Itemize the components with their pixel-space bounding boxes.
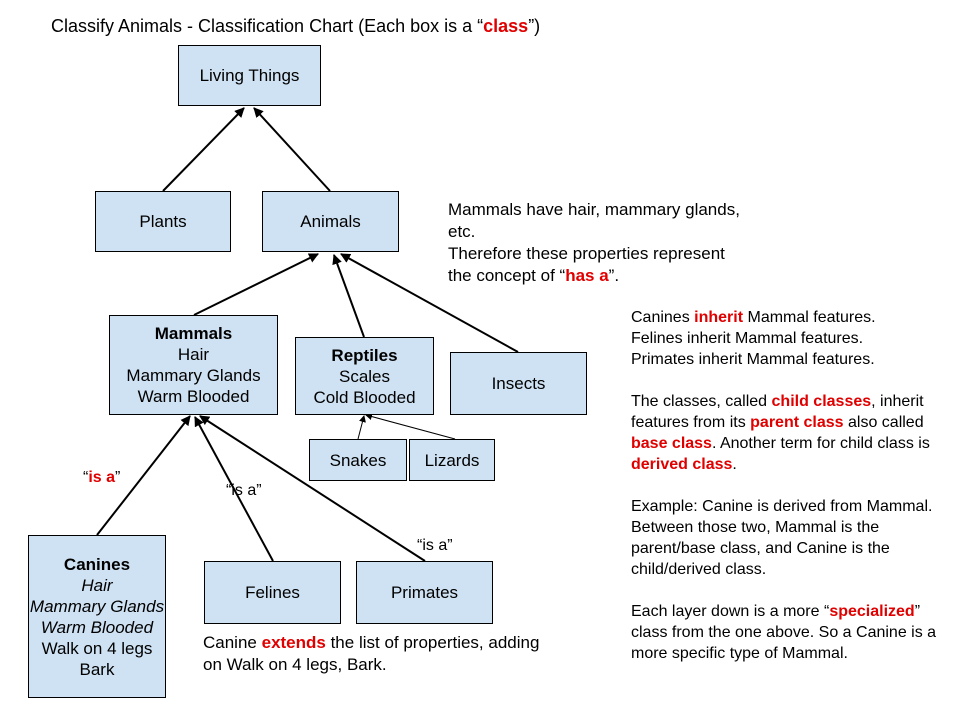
arrow-plants-to-living-things	[162, 107, 245, 192]
note-example: Example: Canine is derived from Mammal. …	[631, 498, 933, 578]
arrow-animals-to-living-things	[253, 107, 331, 192]
class-box-reptiles: Reptiles Scales Cold Blooded	[295, 337, 434, 415]
arrow-felines-to-mammals	[194, 416, 274, 562]
mammals-name: Mammals	[154, 324, 233, 343]
label-feline-is-a: “is a”	[226, 482, 262, 499]
label-primate-is-a: “is a”	[417, 537, 453, 554]
note-inherit: Canines inherit Mammal features. Felines…	[631, 309, 876, 368]
class-box-felines: Felines	[204, 561, 341, 624]
class-box-primates: Primates	[356, 561, 493, 624]
page-title: Classify Animals - Classification Chart …	[51, 16, 541, 36]
arrow-lizards-to-reptiles	[365, 413, 456, 440]
class-box-living-things: Living Things	[178, 45, 321, 106]
class-box-mammals: Mammals Hair Mammary Glands Warm Blooded	[109, 315, 278, 415]
note-extends: Canine extends the list of properties, a…	[203, 633, 540, 674]
arrow-reptiles-to-animals	[332, 254, 365, 338]
label-canine-is-a: “is a”	[83, 469, 121, 486]
note-specialized: Each layer down is a more “specialized” …	[631, 603, 937, 662]
class-box-canines: Canines Hair Mammary Glands Warm Blooded…	[28, 535, 166, 698]
note-classes: The classes, called child classes, inher…	[631, 393, 930, 473]
arrow-canines-to-mammals	[96, 415, 191, 536]
arrow-snakes-to-reptiles	[357, 415, 366, 440]
arrow-insects-to-animals	[340, 253, 519, 353]
title-highlight: class	[483, 16, 529, 36]
class-box-animals: Animals	[262, 191, 399, 252]
reptiles-name: Reptiles	[331, 345, 398, 365]
canines-name: Canines	[63, 554, 131, 574]
note-has-a: Mammals have hair, mammary glands, etc. …	[448, 200, 740, 285]
arrow-mammals-to-animals	[193, 253, 319, 316]
class-box-plants: Plants	[95, 191, 231, 252]
notes-right-column: Canines inherit Mammal features. Felines…	[631, 307, 953, 685]
class-box-insects: Insects	[450, 352, 587, 415]
class-box-lizards: Lizards	[409, 439, 495, 481]
class-box-snakes: Snakes	[309, 439, 407, 481]
arrow-primates-to-mammals	[199, 415, 426, 562]
